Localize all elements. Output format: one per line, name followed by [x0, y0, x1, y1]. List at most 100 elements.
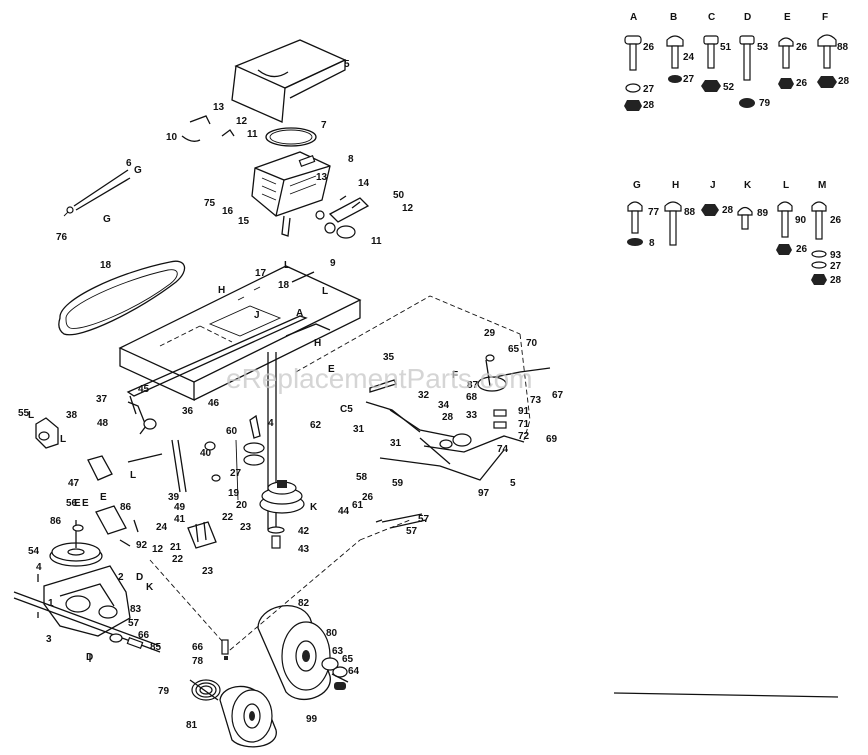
callout-f-88: 88	[837, 42, 849, 53]
callout-35: E	[328, 364, 335, 375]
callout-99: 81	[186, 720, 198, 731]
bolt-b-icon	[666, 35, 684, 83]
callout-2: 86	[50, 516, 62, 527]
callout-m-28: 28	[830, 275, 842, 286]
spring-81	[189, 679, 221, 701]
callout-60: 58	[356, 472, 368, 483]
bolt-e-icon	[778, 37, 794, 89]
callout-54: 86	[120, 502, 132, 513]
callout-20: 19	[228, 488, 240, 499]
transaxle-assembly	[13, 520, 161, 662]
callout-b-24: 24	[683, 52, 695, 63]
hardware-letter-d: D	[744, 12, 751, 23]
callout-68: 73	[530, 395, 542, 406]
callout-63: 80	[326, 628, 338, 639]
callout-23b: 23	[240, 522, 252, 533]
callout-14: 15	[238, 216, 250, 227]
callout-31b: 31	[353, 424, 365, 435]
callout-4: 3	[46, 634, 52, 645]
hardware-letter-g: G	[633, 180, 641, 191]
callout-13: 13	[213, 102, 225, 113]
callout-66: 57	[128, 618, 140, 629]
callout-3: 1	[48, 598, 54, 609]
callout-57c: 92	[136, 540, 148, 551]
bolt-a-icon	[624, 35, 642, 111]
callout-12b: 50	[393, 190, 405, 201]
callout-47: L	[130, 470, 136, 481]
callout-78: 66	[192, 642, 204, 653]
callout-f-28: 28	[838, 76, 850, 87]
hardware-legend-bottom: G H J K L M 77 8 88 28 89	[627, 180, 842, 286]
callout-32: 33	[466, 410, 478, 421]
callout-28: 74	[497, 444, 509, 455]
callout-l1: 18	[278, 280, 290, 291]
callout-f: 65	[508, 344, 520, 355]
callout-5: 5	[344, 59, 350, 70]
callout-g1: 6	[126, 158, 132, 169]
callout-m-93: 93	[830, 250, 842, 261]
callout-d-79: 79	[759, 98, 771, 109]
callout-43: 42	[298, 526, 310, 537]
callout-a: C5	[340, 404, 353, 415]
callout-70: 29	[484, 328, 496, 339]
callout-19: 27	[230, 468, 242, 479]
bolt-c-icon	[701, 35, 721, 92]
chassis-frame	[118, 265, 531, 651]
callout-e: H	[314, 338, 321, 349]
callout-40: 39	[168, 492, 180, 503]
callout-29: 35	[383, 352, 395, 363]
callout-21: 22	[172, 554, 184, 565]
callout-18: 9	[330, 258, 336, 269]
callout-j-28: 28	[722, 205, 734, 216]
callout-13b: 14	[358, 178, 370, 189]
callout-24: 21	[170, 542, 182, 553]
callout-17: 18	[100, 260, 112, 271]
hardware-letter-m: M	[818, 180, 826, 191]
callout-72: 71	[518, 419, 530, 430]
callout-73: 67	[552, 390, 564, 401]
callout-57b: 57	[406, 526, 418, 537]
rear-wheel-right	[257, 605, 349, 701]
bolt-d-icon	[739, 35, 755, 108]
callout-64: 65	[342, 654, 354, 665]
callout-c5: 99	[306, 714, 318, 725]
hardware-letter-c: C	[708, 12, 715, 23]
callout-e-26b: 26	[796, 78, 808, 89]
callout-50: 13	[316, 172, 328, 183]
callout-33: 28	[442, 412, 454, 423]
callout-38: 46	[208, 398, 220, 409]
callout-67: 87	[467, 380, 479, 391]
bolt-h-icon	[664, 201, 682, 246]
callout-92: 40	[200, 448, 212, 459]
hardware-letter-f: F	[822, 12, 828, 23]
callout-49: 41	[174, 514, 186, 525]
callout-56: 47	[68, 478, 80, 489]
callout-82: 85	[150, 642, 162, 653]
callout-c-51: 51	[720, 42, 732, 53]
callout-j: A	[296, 308, 303, 319]
callout-36: 62	[310, 420, 322, 431]
callout-11: 11	[247, 129, 258, 140]
callout-75: 76	[56, 232, 68, 243]
callout-59: 57	[418, 514, 430, 525]
callout-91: 68	[466, 392, 478, 403]
engine-assembly	[63, 39, 370, 239]
rear-wheel-left	[219, 685, 277, 748]
watermark-text: eReplacementParts.com	[226, 363, 533, 394]
callout-d1: 4	[36, 562, 42, 573]
callout-80: 82	[298, 598, 310, 609]
callout-e2: E	[74, 498, 81, 509]
callout-23: 24	[156, 522, 168, 533]
callout-g2: G	[134, 165, 142, 176]
callout-41: 20	[236, 500, 248, 511]
callout-g-8: 8	[649, 238, 655, 249]
bolt-l-icon	[776, 201, 793, 255]
callout-k-89: 89	[757, 208, 769, 219]
callout-86b: 54	[28, 546, 40, 557]
callout-81: 79	[158, 686, 170, 697]
callout-62: 31	[390, 438, 402, 449]
callout-c-52: 52	[723, 82, 735, 93]
callout-31: 34	[438, 400, 450, 411]
callout-12c: 49	[174, 502, 186, 513]
